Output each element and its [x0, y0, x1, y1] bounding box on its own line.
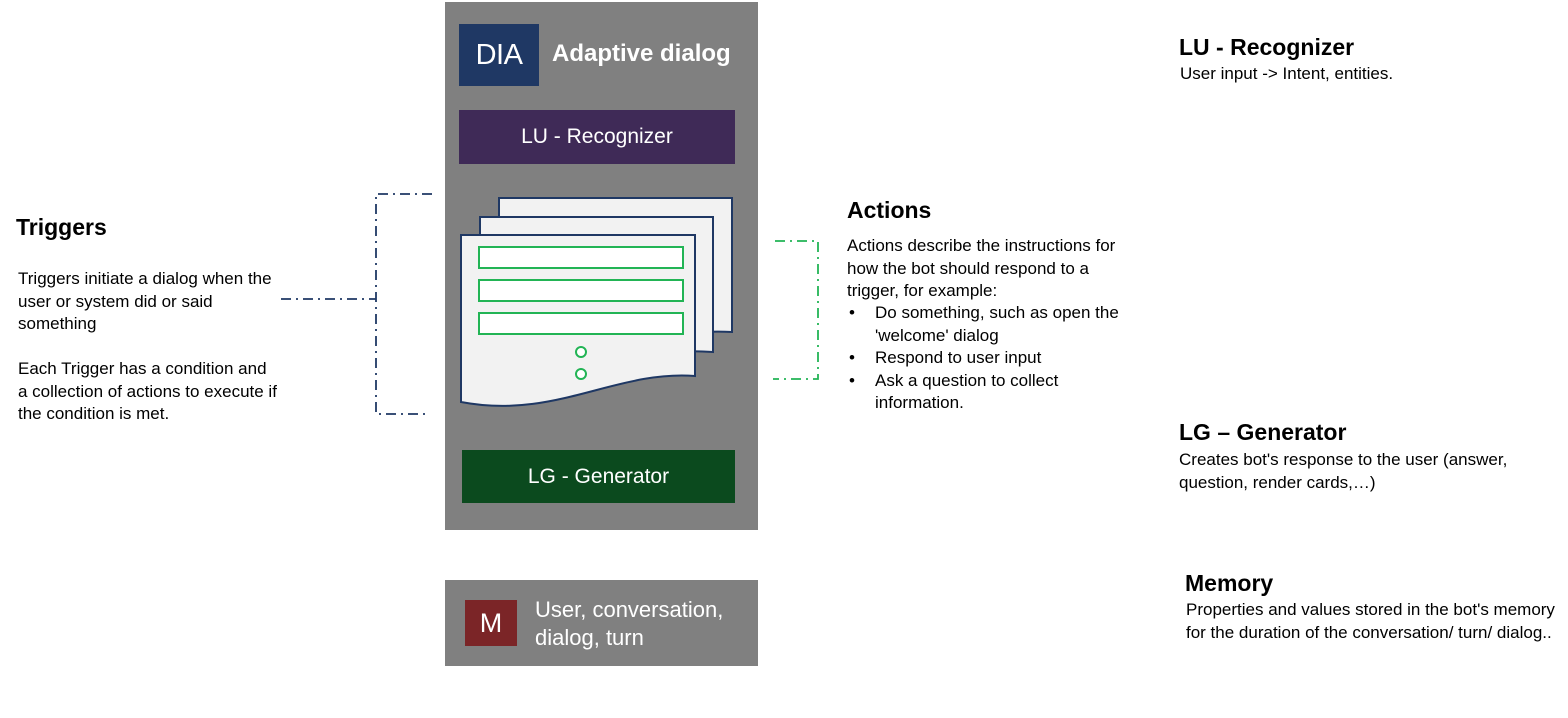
lg-generator-description: Creates bot's response to the user (answ… [1179, 450, 1508, 492]
list-item: Respond to user input [847, 347, 1137, 370]
actions-bracket [773, 240, 819, 380]
triggers-heading: Triggers [16, 214, 107, 240]
triggers-condition-description: Each Trigger has a condition and a colle… [18, 359, 277, 423]
memory-description: Properties and values stored in the bot'… [1186, 600, 1555, 642]
actions-heading: Actions [847, 197, 932, 223]
stacked-documents-icon [460, 197, 733, 407]
action-dot-1 [575, 346, 587, 358]
dia-badge: DIA [459, 24, 539, 86]
actions-list: Do something, such as open the 'welcome'… [847, 302, 1137, 415]
lg-generator-bar: LG - Generator [462, 450, 735, 503]
triggers-description: Triggers initiate a dialog when the user… [18, 269, 272, 333]
lu-recognizer-heading: LU - Recognizer [1179, 34, 1355, 60]
action-row-2 [478, 279, 684, 302]
memory-badge: M [465, 600, 517, 646]
lu-recognizer-description: User input -> Intent, entities. [1180, 64, 1394, 83]
lg-generator-heading: LG – Generator [1179, 419, 1347, 445]
list-item: Ask a question to collect information. [847, 370, 1137, 415]
actions-description: Actions describe the instructions for ho… [847, 236, 1116, 300]
memory-scope-label: User, conversation, dialog, turn [535, 597, 724, 650]
memory-heading: Memory [1185, 570, 1274, 596]
action-dot-2 [575, 368, 587, 380]
list-item: Do something, such as open the 'welcome'… [847, 302, 1137, 347]
lu-recognizer-bar: LU - Recognizer [459, 110, 735, 164]
action-row-1 [478, 246, 684, 269]
triggers-bracket [375, 193, 432, 415]
action-row-3 [478, 312, 684, 335]
adaptive-dialog-title: Adaptive dialog [552, 40, 731, 67]
